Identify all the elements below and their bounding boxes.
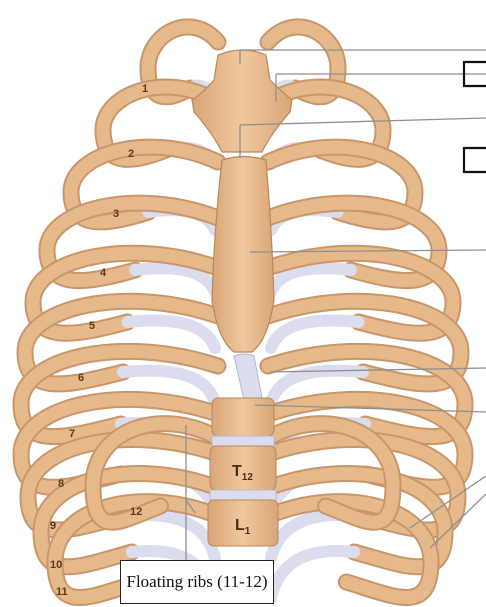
xiphoid-process [234, 354, 262, 402]
rib-number: 11 [56, 586, 68, 598]
rib-number: 4 [100, 267, 107, 279]
rib-number: 12 [130, 506, 142, 518]
rib-number: 8 [58, 478, 64, 490]
floating-ribs-label: Floating ribs (11-12) [120, 560, 274, 604]
disc-t12-l1 [210, 490, 276, 500]
rib-number: 6 [78, 372, 84, 384]
rib-number: 3 [113, 208, 119, 220]
vertebra-t12 [210, 446, 276, 490]
left-ribs [21, 27, 218, 598]
manubrium [192, 50, 292, 152]
bracket-marks [464, 62, 486, 172]
rib-number: 2 [128, 148, 134, 160]
vertebra-t11 [212, 398, 274, 436]
bracket-mark [464, 148, 486, 172]
rib-number: 9 [50, 520, 56, 532]
rib-number: 7 [69, 428, 75, 440]
rib-number: 10 [50, 559, 62, 571]
disc-t11-t12 [212, 436, 274, 446]
rib-number: 1 [142, 83, 148, 95]
rib-number: 5 [89, 320, 95, 332]
costal-cartilage [271, 551, 354, 598]
sternal-body [212, 157, 274, 353]
right-ribs [268, 27, 465, 598]
vertebral-column: T12 L1 [208, 398, 278, 546]
